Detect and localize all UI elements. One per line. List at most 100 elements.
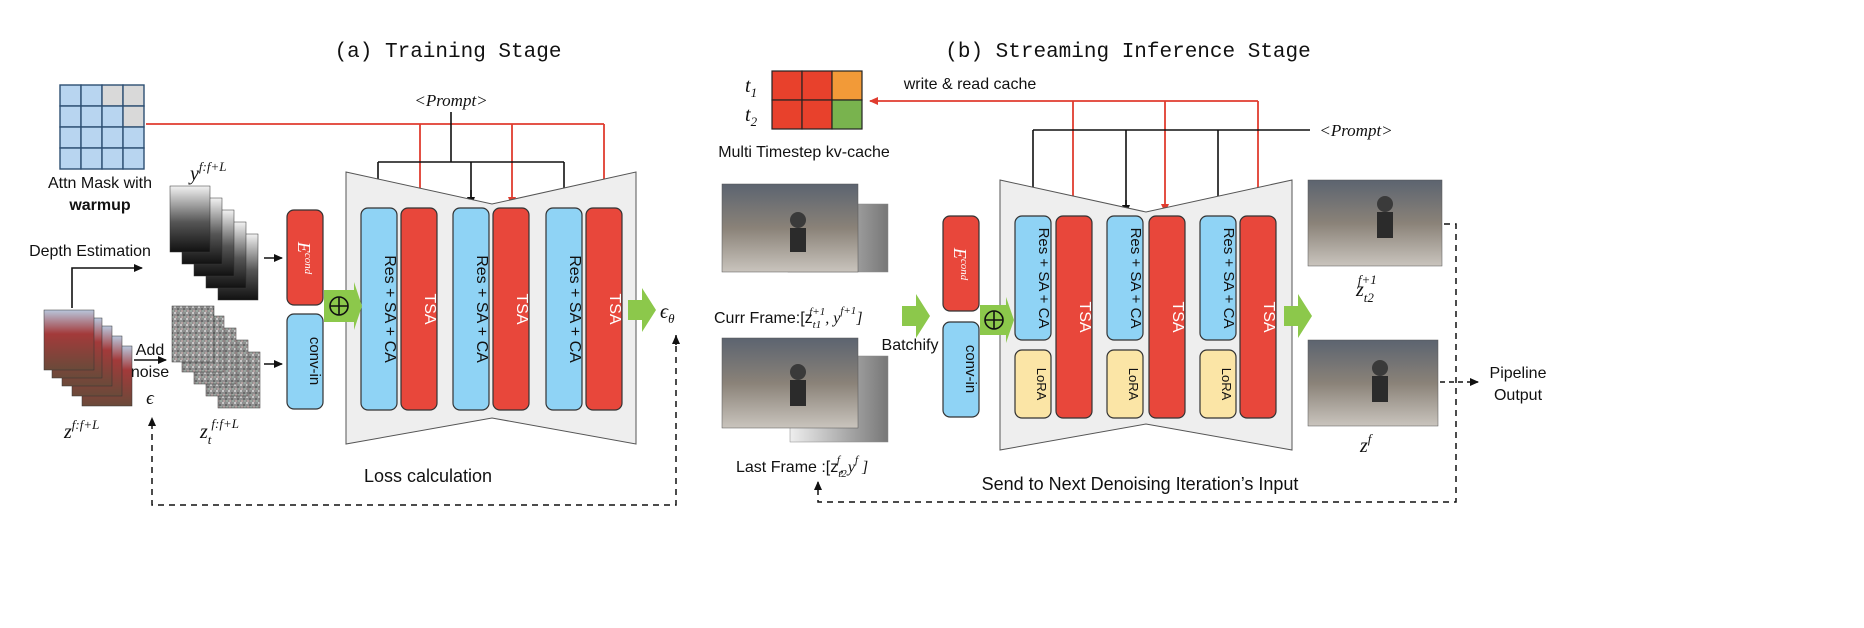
attn-mask-cell bbox=[80, 126, 103, 149]
curr-frame-label: Curr Frame:[zt1f+1, yf+1] bbox=[714, 305, 863, 331]
block-res-1: Res + SA + CA bbox=[360, 207, 398, 411]
attn-mask-cell bbox=[101, 126, 124, 149]
depth-estimation-label: Depth Estimation bbox=[29, 243, 151, 260]
z-label-training: zf:f+L bbox=[63, 417, 99, 443]
svg-text:TSA: TSA bbox=[1169, 301, 1186, 332]
lora-b2: LoRA bbox=[1106, 349, 1144, 419]
kv-cache-cell bbox=[831, 70, 863, 101]
curr-frame-images bbox=[721, 183, 889, 273]
attn-mask-cell bbox=[59, 147, 82, 170]
pipeline-output-label-1: Pipeline bbox=[1490, 365, 1547, 382]
svg-text:Res + SA + CA: Res + SA + CA bbox=[1220, 228, 1237, 329]
block-res-2: Res + SA + CA bbox=[452, 207, 490, 411]
pipeline-output-label-2: Output bbox=[1494, 387, 1543, 404]
attn-mask-grid bbox=[59, 84, 145, 170]
convin-inference: conv-in bbox=[942, 321, 980, 418]
svg-text:LoRA: LoRA bbox=[1034, 368, 1049, 401]
svg-text:Res + SA + CA: Res + SA + CA bbox=[1127, 228, 1144, 329]
block-res-b1: Res + SA + CA bbox=[1014, 215, 1052, 341]
svg-text:Res + SA + CA: Res + SA + CA bbox=[473, 255, 490, 363]
kv-cache-label: Multi Timestep kv-cache bbox=[718, 144, 890, 161]
attn-mask-cell bbox=[122, 84, 145, 107]
last-frame-label: Last Frame :[zt2f, yf ] bbox=[736, 454, 868, 480]
attn-mask-cell bbox=[101, 84, 124, 107]
output-arrow-inference bbox=[1284, 294, 1312, 338]
prompt-training: <Prompt> bbox=[414, 91, 487, 110]
econd-inference: Econd bbox=[942, 215, 980, 312]
attn-mask-cell bbox=[80, 105, 103, 128]
kv-cache-cell bbox=[771, 70, 803, 101]
zt-label-training: ztf:f+L bbox=[199, 416, 239, 447]
y-label-training: yf:f+L bbox=[188, 159, 226, 185]
svg-text:TSA: TSA bbox=[421, 293, 438, 324]
plus-inference bbox=[980, 297, 1014, 343]
block-tsa-2: TSA bbox=[492, 207, 530, 411]
video-frames-stack bbox=[43, 309, 133, 407]
svg-text:Res + SA + CA: Res + SA + CA bbox=[1035, 228, 1052, 329]
svg-text:Res + SA + CA: Res + SA + CA bbox=[566, 255, 583, 363]
prompt-line-b bbox=[1032, 129, 1310, 212]
svg-text:conv-in: conv-in bbox=[306, 337, 323, 385]
attn-mask-cell bbox=[122, 147, 145, 170]
noisy-frames-stack bbox=[171, 305, 261, 409]
kv-t1-label: t1 bbox=[745, 75, 757, 100]
title-training: (a) Training Stage bbox=[335, 41, 562, 64]
batchify-label: Batchify bbox=[882, 337, 939, 354]
loss-label: Loss calculation bbox=[364, 466, 492, 486]
loss-dashed-loop bbox=[148, 335, 677, 506]
add-noise-label-1: Add bbox=[136, 342, 164, 359]
attn-mask-warmup: warmup bbox=[68, 197, 131, 214]
send-next-dashed-loop bbox=[814, 223, 1457, 503]
block-tsa-b2: TSA bbox=[1148, 215, 1186, 419]
attn-mask-cell bbox=[80, 84, 103, 107]
output-eps-theta: ϵθ bbox=[660, 301, 675, 326]
block-tsa-3: TSA bbox=[585, 207, 623, 411]
plus-training bbox=[324, 282, 362, 330]
output-arrow-training bbox=[628, 288, 656, 332]
output-frame-2 bbox=[1307, 339, 1439, 427]
block-res-b2: Res + SA + CA bbox=[1106, 215, 1144, 341]
epsilon-label: ϵ bbox=[146, 388, 155, 409]
lora-b1: LoRA bbox=[1014, 349, 1052, 419]
attn-mask-label: Attn Mask with bbox=[48, 175, 152, 192]
write-read-cache-label: write & read cache bbox=[903, 76, 1037, 93]
last-frame-images bbox=[721, 337, 889, 443]
svg-text:Res + SA + CA: Res + SA + CA bbox=[381, 255, 398, 363]
svg-text:TSA: TSA bbox=[513, 293, 530, 324]
add-noise-label-2: noise bbox=[131, 364, 169, 381]
econd-training: Econd bbox=[286, 209, 324, 306]
lora-b3: LoRA bbox=[1199, 349, 1237, 419]
send-next-label: Send to Next Denoising Iteration’s Input bbox=[982, 474, 1299, 494]
batchify-arrow bbox=[902, 294, 930, 338]
kv-cache-cell bbox=[801, 70, 833, 101]
attn-mask-cell bbox=[122, 105, 145, 128]
attn-mask-cell bbox=[59, 84, 82, 107]
block-tsa-1: TSA bbox=[400, 207, 438, 411]
block-res-b3: Res + SA + CA bbox=[1199, 215, 1237, 341]
title-inference: (b) Streaming Inference Stage bbox=[945, 41, 1310, 64]
attn-mask-cell bbox=[122, 126, 145, 149]
svg-text:Econd: Econd bbox=[294, 241, 314, 275]
kv-cache-cell bbox=[801, 99, 833, 130]
attn-mask-cell bbox=[59, 126, 82, 149]
attn-mask-cell bbox=[80, 147, 103, 170]
attn-mask-cell bbox=[101, 105, 124, 128]
svg-text:conv-in: conv-in bbox=[962, 345, 979, 393]
prompt-inference: <Prompt> bbox=[1319, 121, 1392, 140]
kv-cache-cell bbox=[771, 99, 803, 130]
z-out-1-label: zt2f+1 bbox=[1355, 272, 1377, 305]
output-frame-1 bbox=[1307, 179, 1443, 267]
kv-t2-label: t2 bbox=[745, 104, 758, 129]
svg-text:LoRA: LoRA bbox=[1219, 368, 1234, 401]
svg-text:TSA: TSA bbox=[606, 293, 623, 324]
svg-text:TSA: TSA bbox=[1260, 301, 1277, 332]
convin-training: conv-in bbox=[286, 313, 324, 410]
svg-text:Econd: Econd bbox=[950, 247, 970, 281]
kv-cache-grid bbox=[771, 70, 863, 130]
depth-map-stack bbox=[169, 185, 259, 301]
svg-text:TSA: TSA bbox=[1076, 301, 1093, 332]
attn-mask-cell bbox=[101, 147, 124, 170]
block-tsa-b1: TSA bbox=[1055, 215, 1093, 419]
depth-estimation-arrow bbox=[71, 264, 143, 308]
